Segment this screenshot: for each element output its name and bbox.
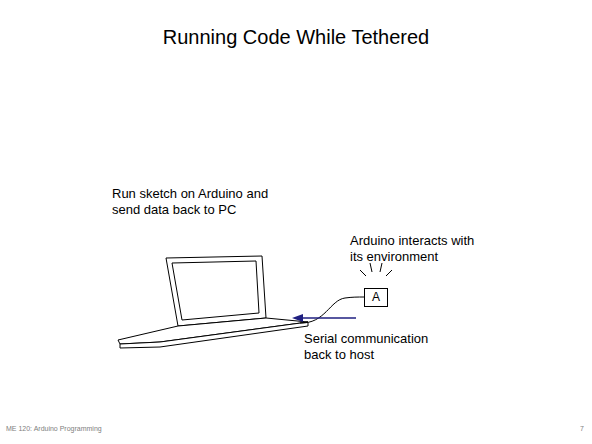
annotation: Serial communication back to host [304,331,454,364]
footer-text: ME 120: Arduino Programming [6,425,206,434]
light-ray [386,270,392,276]
annotation: Run sketch on Arduino and send data back… [112,186,272,219]
slide-title: Running Code While Tethered [0,26,592,49]
serial-arrow [292,314,356,322]
arduino-box: A [364,288,388,307]
label-holder: 7 [540,425,584,434]
box-letter: A [372,291,380,303]
label-holder: Serial communication back to host [304,331,454,364]
usb-cable [300,297,364,323]
laptop-base [118,318,308,344]
label-holder: Arduino interacts with its environment [350,233,490,266]
laptop-base-edge [120,322,308,348]
light-ray [370,263,372,272]
laptop-lid [166,256,266,326]
title-holder: Running Code While Tethered [0,26,592,49]
annotation: Arduino interacts with its environment [350,233,490,266]
laptop-screen [172,261,259,320]
light-ray [380,263,382,272]
page-number: 7 [540,425,584,434]
label-holder: ME 120: Arduino Programming [6,425,206,434]
light-ray [360,270,366,276]
label-holder: Run sketch on Arduino and send data back… [112,186,272,219]
